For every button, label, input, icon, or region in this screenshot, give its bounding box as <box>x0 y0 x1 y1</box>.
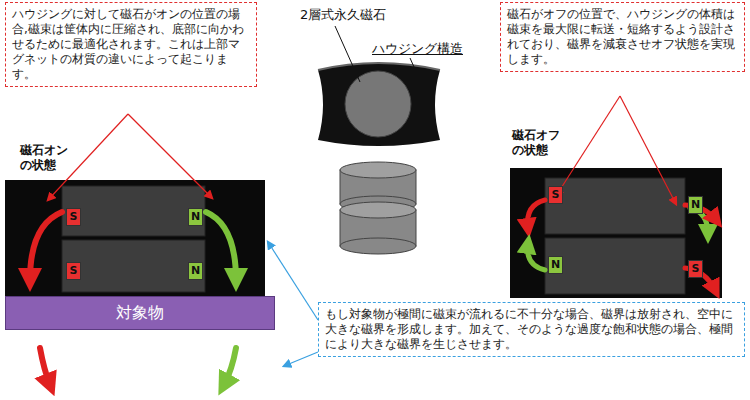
node-text: S <box>67 263 80 279</box>
node-text: ハウジングに対して磁石がオンの位置の場合,磁束は筐体内に圧縮され、底部に向かわせ… <box>12 7 250 82</box>
node-text: N <box>549 257 562 273</box>
node-text: 対象物 <box>116 303 164 324</box>
target-object: 対象物 <box>5 296 275 330</box>
callout-box: 磁石がオフの位置で、ハウジングの体積は磁束を最大限に転送・短絡するよう設計されて… <box>500 2 745 72</box>
pole-s: S <box>66 262 81 280</box>
node-text: S <box>689 261 702 277</box>
callout-box: もし対象物が極間に磁束が流れるに不十分な場合、磁界は放射され、空中に大きな磁界を… <box>318 302 745 357</box>
part-name: 2層式永久磁石 <box>300 6 386 24</box>
node-text: もし対象物が極間に磁束が流れるに不十分な場合、磁界は放射され、空中に大きな磁界を… <box>325 307 738 352</box>
pole-n: N <box>688 196 703 214</box>
part-name: ハウジング構造 <box>372 40 463 58</box>
node-text: N <box>189 209 202 225</box>
pole-n: N <box>188 208 203 226</box>
pole-n: N <box>188 262 203 280</box>
pole-s: S <box>548 186 563 204</box>
callout-box: ハウジングに対して磁石がオンの位置の場合,磁束は筐体内に圧縮され、底部に向かわせ… <box>5 2 257 87</box>
state-label: 磁石オンの状態 <box>20 143 70 173</box>
pole-n: N <box>548 256 563 274</box>
pole-s: S <box>66 208 81 226</box>
node-text: N <box>189 263 202 279</box>
node-text: S <box>549 187 562 203</box>
node-text: 磁石がオフの位置で、ハウジングの体積は磁束を最大限に転送・短絡するよう設計されて… <box>507 7 738 67</box>
state-label: 磁石オフの状態 <box>512 128 562 158</box>
pole-s: S <box>688 260 703 278</box>
node-text: N <box>689 197 702 213</box>
node-text: S <box>67 209 80 225</box>
